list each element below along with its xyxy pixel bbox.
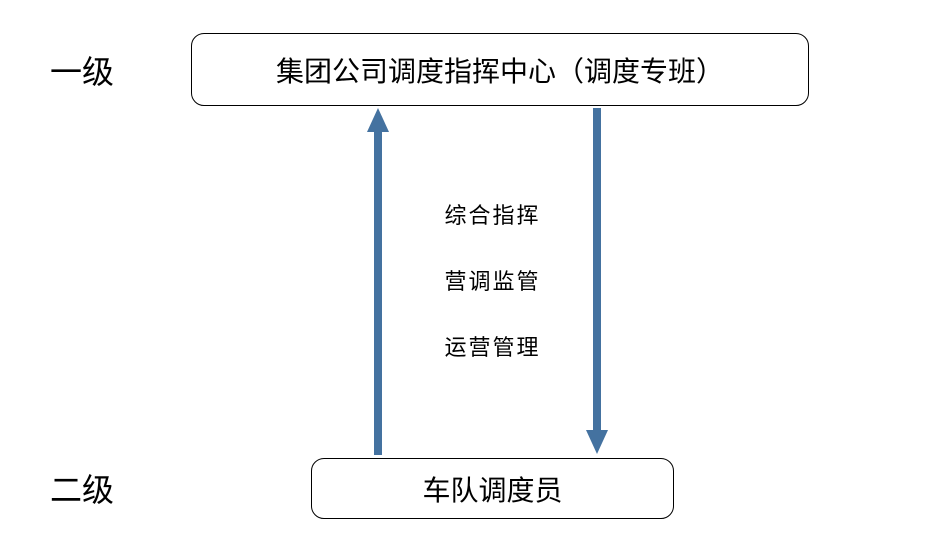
node-dispatch-center: 集团公司调度指挥中心（调度专班） — [191, 33, 809, 106]
arrow-up-head — [367, 108, 389, 132]
level-label-second: 二级 — [50, 471, 115, 509]
function-list: 综合指挥 营调监管 运营管理 — [420, 200, 565, 398]
level-label-first: 一级 — [50, 53, 115, 91]
function-item-operations: 运营管理 — [444, 336, 541, 361]
node-fleet-dispatcher: 车队调度员 — [311, 458, 674, 519]
function-item-supervision: 营调监管 — [444, 270, 541, 295]
arrow-up — [367, 108, 389, 455]
node-dispatch-center-label: 集团公司调度指挥中心（调度专班） — [275, 54, 724, 88]
function-item-command: 综合指挥 — [444, 204, 541, 229]
arrow-down-head — [586, 430, 608, 454]
arrow-down — [586, 108, 608, 454]
node-fleet-dispatcher-label: 车队调度员 — [422, 473, 563, 507]
